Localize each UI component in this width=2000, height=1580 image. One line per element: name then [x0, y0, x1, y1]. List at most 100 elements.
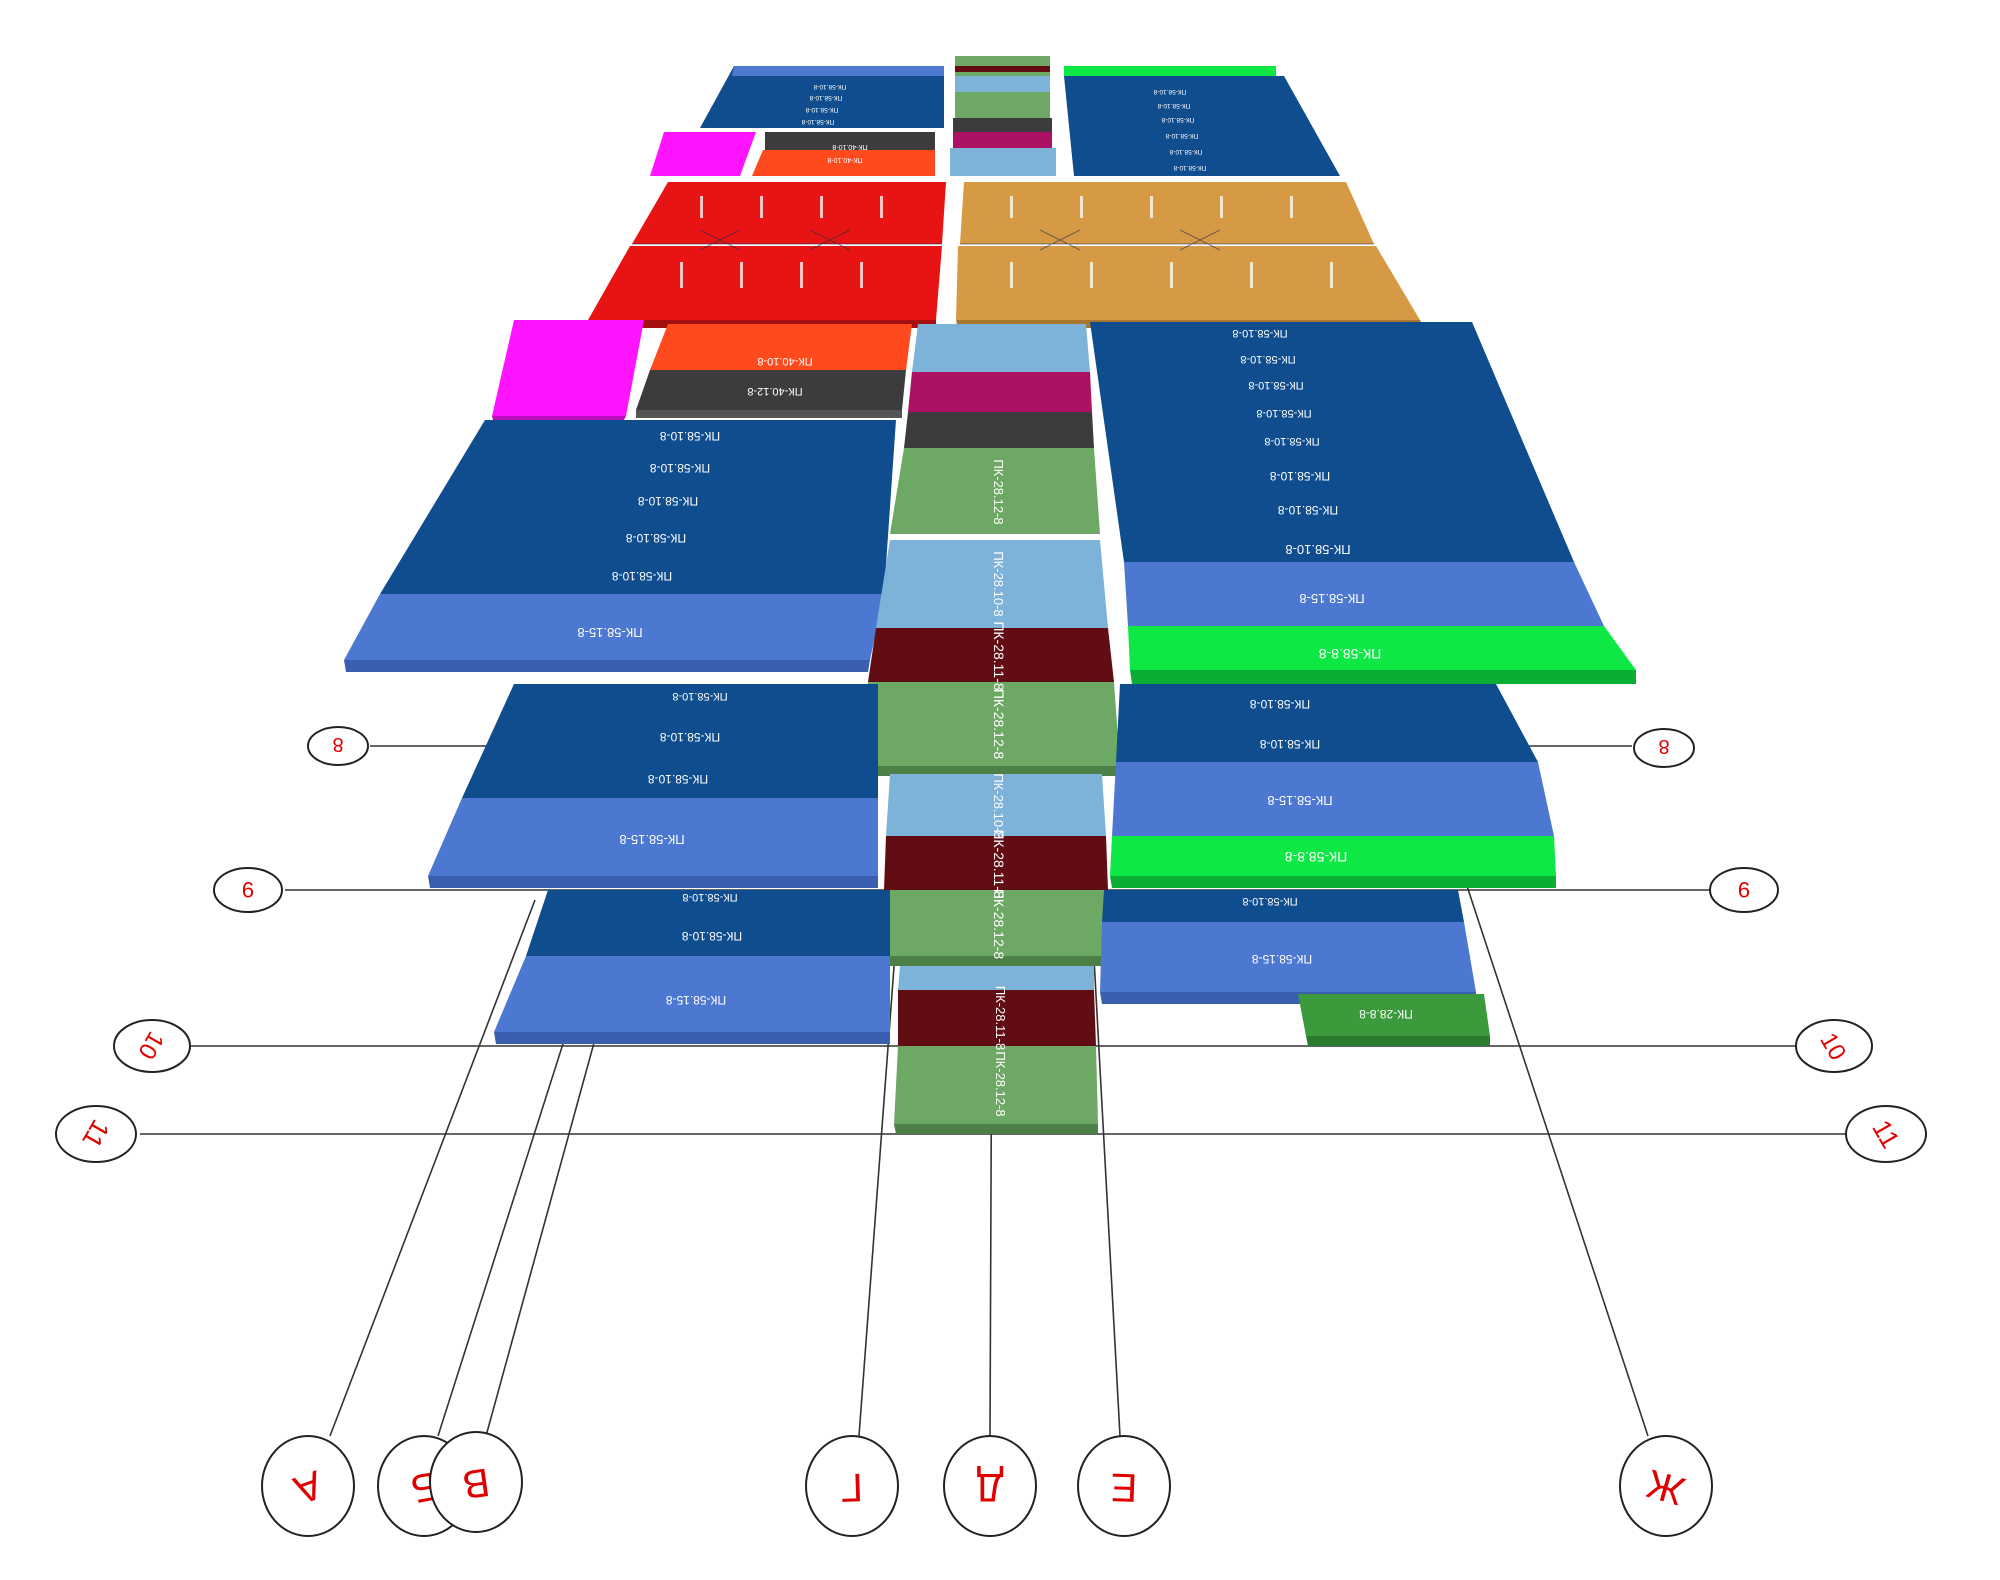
- slab-label-ul-6: ПК-58.15-8: [577, 625, 642, 640]
- slab-far-magenta: [650, 132, 756, 176]
- slab-mr-edge: [1110, 876, 1556, 888]
- slab-label-far-gray: ПК-40.10-8: [832, 143, 867, 150]
- slab-label-ur-4: ПК-58.10-8: [1256, 407, 1311, 419]
- slab-cluster-upper-mid: ПК-40.10-8 ПК-40.12-8 ПК-58.10-8 ПК-58.1…: [344, 320, 1636, 684]
- strip-7-edge: [856, 766, 1120, 776]
- slab-label-lr-2: ПК-58.15-8: [1252, 952, 1313, 966]
- strip-label-28-12-d: ПК-28.12-8: [993, 1051, 1008, 1116]
- axis-bubble-row-10-left: [113, 1019, 191, 1073]
- slab-mr-blue: [1116, 684, 1538, 762]
- slab-ml-mid: [428, 798, 878, 876]
- slab-unit-ticks: [680, 196, 1333, 288]
- strip-8-light: [886, 774, 1106, 836]
- slab-far-center-maroon: [955, 66, 1050, 72]
- slab-ll-blue: [526, 890, 890, 956]
- axis-bubble-row-11-left: [55, 1105, 137, 1163]
- slab-mr-green: [1110, 836, 1556, 876]
- slab-label-ul-3: ПК-58.10-8: [638, 494, 699, 508]
- axis-bubble-row-8-right: [1633, 728, 1695, 768]
- slab-far-right-blue: [1064, 76, 1340, 176]
- strip-4-green: [890, 448, 1100, 534]
- slab-gray-mid: [636, 370, 906, 410]
- slab-label-ur-10: ПК-58.8-8: [1318, 646, 1381, 662]
- axis-line-col-e: [1092, 939, 1121, 1437]
- strip-3-gray: [904, 412, 1094, 448]
- strip-11-light: [898, 966, 1094, 990]
- slab-label-ll-2: ПК-58.10-8: [682, 929, 743, 943]
- slab-far-orange: [752, 150, 935, 176]
- slab-label-ll-3: ПК-58.15-8: [666, 993, 727, 1007]
- slab-mr-mid: [1112, 762, 1554, 836]
- slab-label-mr-4: ПК-58.8-8: [1284, 849, 1347, 865]
- strip-13-edge: [894, 1124, 1098, 1134]
- slab-label-far-r2: ПК-58.10-8: [1157, 102, 1190, 109]
- slab-label-lr-green: ПК-28.8-8: [1359, 1007, 1413, 1021]
- slab-label-gray-mid: ПК-40.12-8: [747, 385, 802, 397]
- axis-bubble-col-e: [1077, 1435, 1171, 1537]
- slab-label-ll-1: ПК-58.10-8: [682, 891, 737, 903]
- slab-ur-green: [1128, 626, 1636, 670]
- axis-bubble-col-g: [805, 1435, 899, 1537]
- axis-label-row-9-right: 9: [1738, 877, 1750, 902]
- slab-ll-edge: [494, 1032, 890, 1044]
- strip-6-maroon: [868, 628, 1114, 682]
- slab-magenta-large: [492, 320, 644, 416]
- axis-label-col-e: Е: [1110, 1465, 1138, 1510]
- slab-label-ml-3: ПК-58.10-8: [648, 772, 709, 786]
- axis-label-col-v: В: [460, 1459, 493, 1506]
- axis-bubble-row-8-left: [307, 726, 369, 766]
- slab-label-far-r5: ПК-58.10-8: [1169, 148, 1202, 155]
- axis-bubbles-rows: 8 8 9 9 10 10 11 11: [55, 726, 1927, 1163]
- slab-cluster-middle: ПК-58.10-8 ПК-58.10-8 ПК-58.10-8 ПК-58.1…: [428, 684, 1556, 888]
- strip-label-28-12-c: ПК-28.12-8: [991, 889, 1007, 960]
- strip-13-green: [894, 1046, 1098, 1124]
- slab-red-upper: [632, 182, 946, 244]
- axis-label-row-8-left: 8: [332, 733, 343, 755]
- slab-tan-lower: [956, 246, 1420, 320]
- slab-label-ur-7: ПК-58.10-8: [1278, 503, 1339, 517]
- slab-far-center-gray: [953, 118, 1052, 132]
- axis-line-col-zh: [1464, 879, 1649, 1437]
- strip-label-28-12-a: ПК-28.12-8: [991, 459, 1006, 524]
- strip-label-28-11-a: ПК-28.11-8: [991, 621, 1007, 691]
- slab-label-ur-3: ПК-58.10-8: [1248, 379, 1303, 391]
- slab-far-center-green2: [955, 92, 1050, 118]
- axis-bubble-col-v: [429, 1431, 523, 1533]
- slab-label-far-orange: ПК-40.10-8: [827, 156, 862, 163]
- axis-bubble-col-zh: [1619, 1435, 1713, 1537]
- slab-label-far-r1: ПК-58.10-8: [1153, 88, 1186, 95]
- axis-label-row-9-left: 9: [242, 877, 254, 902]
- slab-label-mr-2: ПК-58.10-8: [1260, 737, 1321, 751]
- slab-ur-blue: [1090, 322, 1574, 562]
- slab-label-ul-1: ПК-58.10-8: [660, 429, 721, 443]
- slab-tan-upper: [960, 182, 1374, 244]
- strip-2-crimson: [908, 372, 1092, 412]
- strip-7-green: [856, 682, 1120, 766]
- strip-10-green: [878, 890, 1110, 956]
- slab-ml-blue: [462, 684, 878, 798]
- slab-cluster-red-tan: [588, 182, 1424, 328]
- slab-ur-mid: [1124, 562, 1604, 626]
- slab-label-ul-4: ПК-58.10-8: [626, 531, 687, 545]
- strip-9-maroon: [884, 836, 1108, 890]
- slab-far-right-green: [1064, 66, 1276, 76]
- slab-label-far-3: ПК-58.10-8: [805, 106, 838, 113]
- slab-joint-marks: [632, 229, 1374, 251]
- strip-label-28-11-c: ПК-28.11-8: [993, 986, 1008, 1050]
- slab-label-ur-5: ПК-58.10-8: [1264, 435, 1319, 447]
- axis-label-row-8-right: 8: [1658, 735, 1669, 757]
- slab-ul-blue: [380, 420, 896, 594]
- slab-ur-edge: [1130, 670, 1636, 684]
- slab-label-ur-6: ПК-58.10-8: [1270, 469, 1331, 483]
- axis-bubble-col-d: [943, 1435, 1037, 1537]
- slab-label-far-r4: ПК-58.10-8: [1165, 132, 1198, 139]
- axis-bubble-row-9-right: [1709, 867, 1779, 913]
- axis-bubble-col-a: [261, 1435, 355, 1537]
- strip-12-maroon: [898, 990, 1096, 1046]
- slab-label-ml-4: ПК-58.15-8: [619, 832, 684, 847]
- slab-label-ur-1: ПК-58.10-8: [1232, 327, 1287, 339]
- slab-label-ur-2: ПК-58.10-8: [1240, 353, 1295, 365]
- slab-label-far-1: ПК-58.10-8: [813, 83, 846, 90]
- strip-label-28-11-b: ПК-28.11-8: [991, 829, 1007, 899]
- slab-orange-mid: [650, 324, 912, 370]
